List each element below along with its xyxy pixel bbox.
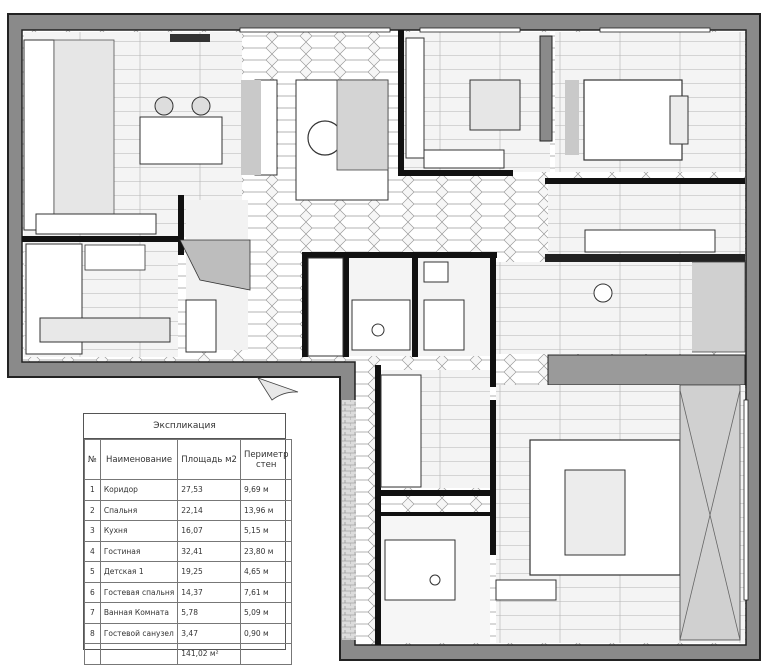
table-row: 7 Ванная Комната 5,78 5,09 м (84, 602, 293, 624)
row-name: Ванная Комната (99, 602, 179, 624)
row-perimeter: 5,15 м (239, 520, 293, 542)
table-row: 8 Гостевой санузел 3,47 0,90 м (84, 622, 293, 644)
door-swing (257, 377, 299, 401)
row-num: 4 (84, 540, 101, 562)
row-area: 16,07 (177, 520, 241, 542)
corridor (179, 200, 251, 353)
table-row: 2 Спальня 22,14 13,96 м (84, 499, 293, 521)
row-name: Гостевая спальня (99, 581, 179, 603)
row-name: Гостиная (99, 540, 179, 562)
row-area: 19,25 (177, 561, 241, 583)
bathrooms (307, 257, 490, 357)
header-area: Площадь м2 (177, 439, 241, 480)
row-perimeter: 23,80 м (239, 540, 293, 562)
table-row: 1 Коридор 27,53 9,69 м (84, 479, 293, 501)
row-perimeter: 13,96 м (239, 499, 293, 521)
children-room (496, 184, 745, 354)
row-name: Коридор (99, 479, 179, 501)
living-room (241, 32, 399, 237)
row-area: 14,37 (177, 581, 241, 603)
kitchen (23, 32, 242, 237)
row-num: 8 (84, 622, 101, 644)
row-num: 3 (84, 520, 101, 542)
row-perimeter: 9,69 м (239, 479, 293, 501)
row-perimeter: 4,65 м (239, 561, 293, 583)
header-perimeter: Периметр стен (239, 439, 293, 480)
row-perimeter: 7,61 м (239, 581, 293, 603)
row-num: 5 (84, 561, 101, 583)
table-header-row: № Наименование Площадь м2 Периметр стен (84, 439, 293, 480)
row-name: Гостевой санузел (99, 622, 179, 644)
row-perimeter: 5,09 м (239, 602, 293, 624)
guest-bedroom (24, 242, 178, 357)
row-area: 27,53 (177, 479, 241, 501)
row-name: Спальня (99, 499, 179, 521)
row-num: 6 (84, 581, 101, 603)
bedroom-top-middle (400, 32, 553, 172)
row-area: 5,78 (177, 602, 241, 624)
table-total-row: 141,02 м² (84, 643, 293, 665)
row-area: 32,41 (177, 540, 241, 562)
row-name: Кухня (99, 520, 179, 542)
row-num: 1 (84, 479, 101, 501)
explication-table: Экспликация № Наименование Площадь м2 Пе… (83, 413, 293, 665)
row-name: Детская 1 (99, 561, 179, 583)
window-marks (239, 27, 749, 601)
table-row: 3 Кухня 16,07 5,15 м (84, 520, 293, 542)
table-row: 6 Гостевая спальня 14,37 7,61 м (84, 581, 293, 603)
explication-grid: № Наименование Площадь м2 Периметр стен … (84, 439, 293, 665)
header-num: № (84, 439, 101, 480)
row-perimeter: 0,90 м (239, 622, 293, 644)
table-row: 5 Детская 1 19,25 4,65 м (84, 561, 293, 583)
interior-walls (22, 30, 746, 645)
row-num: 7 (84, 602, 101, 624)
explication-title: Экспликация (84, 414, 285, 439)
row-num: 2 (84, 499, 101, 521)
row-area: 22,14 (177, 499, 241, 521)
bedroom-top-right (555, 32, 745, 172)
bottom-wing (342, 370, 557, 643)
row-area: 3,47 (177, 622, 241, 644)
table-row: 4 Гостиная 32,41 23,80 м (84, 540, 293, 562)
total-area: 141,02 м² (177, 643, 241, 665)
header-name: Наименование (99, 439, 179, 480)
